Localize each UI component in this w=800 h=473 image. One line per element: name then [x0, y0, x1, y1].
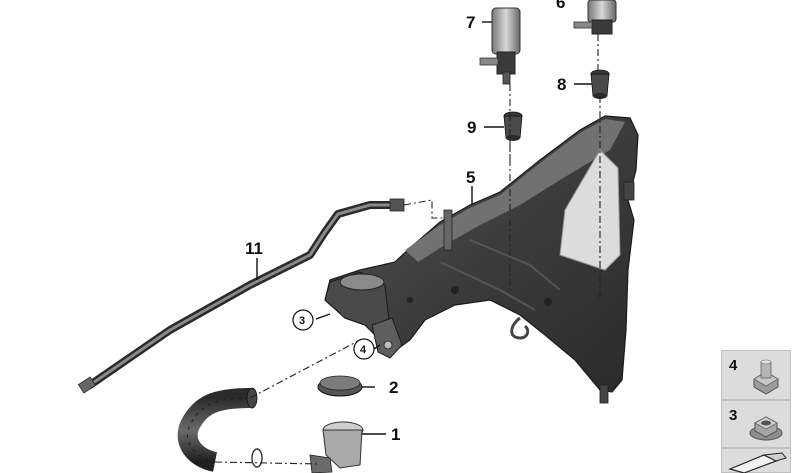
callout-11: 11 [245, 239, 263, 258]
nut-icon [753, 359, 779, 395]
vent-hose-11 [77, 198, 405, 394]
callout-4-circle [353, 338, 375, 360]
legend-panel-nut-4: 4 [721, 350, 791, 400]
grommet-8 [590, 69, 610, 99]
washer-fluid-reservoir [324, 115, 639, 404]
filler-neck-1 [309, 421, 364, 473]
bracket-icon [728, 452, 787, 473]
grommet-9 [503, 111, 523, 141]
legend-number-4: 4 [729, 357, 738, 374]
legend-number-3: 3 [729, 407, 738, 424]
assembly-lines [214, 34, 601, 465]
washer-pump-6 [573, 0, 617, 35]
callout-4: 4 [360, 344, 367, 356]
flange-nut-icon [749, 416, 783, 441]
legend-panel-bracket [721, 448, 791, 473]
callout-8: 8 [557, 75, 566, 94]
callout-leaders [256, 21, 592, 435]
callout-1: 1 [391, 425, 400, 444]
filler-cap-2 [317, 375, 363, 397]
callout-6: 6 [556, 0, 565, 12]
washer-pump-7 [479, 7, 521, 85]
callout-9: 9 [467, 118, 476, 137]
callout-7: 7 [466, 13, 475, 32]
callout-3-circle [292, 309, 314, 331]
o-ring [251, 448, 263, 468]
callout-3: 3 [299, 315, 305, 327]
callout-5: 5 [466, 168, 475, 187]
filler-hose [177, 387, 258, 472]
callout-2: 2 [389, 378, 398, 397]
legend-panel-nut-3: 3 [721, 400, 791, 448]
